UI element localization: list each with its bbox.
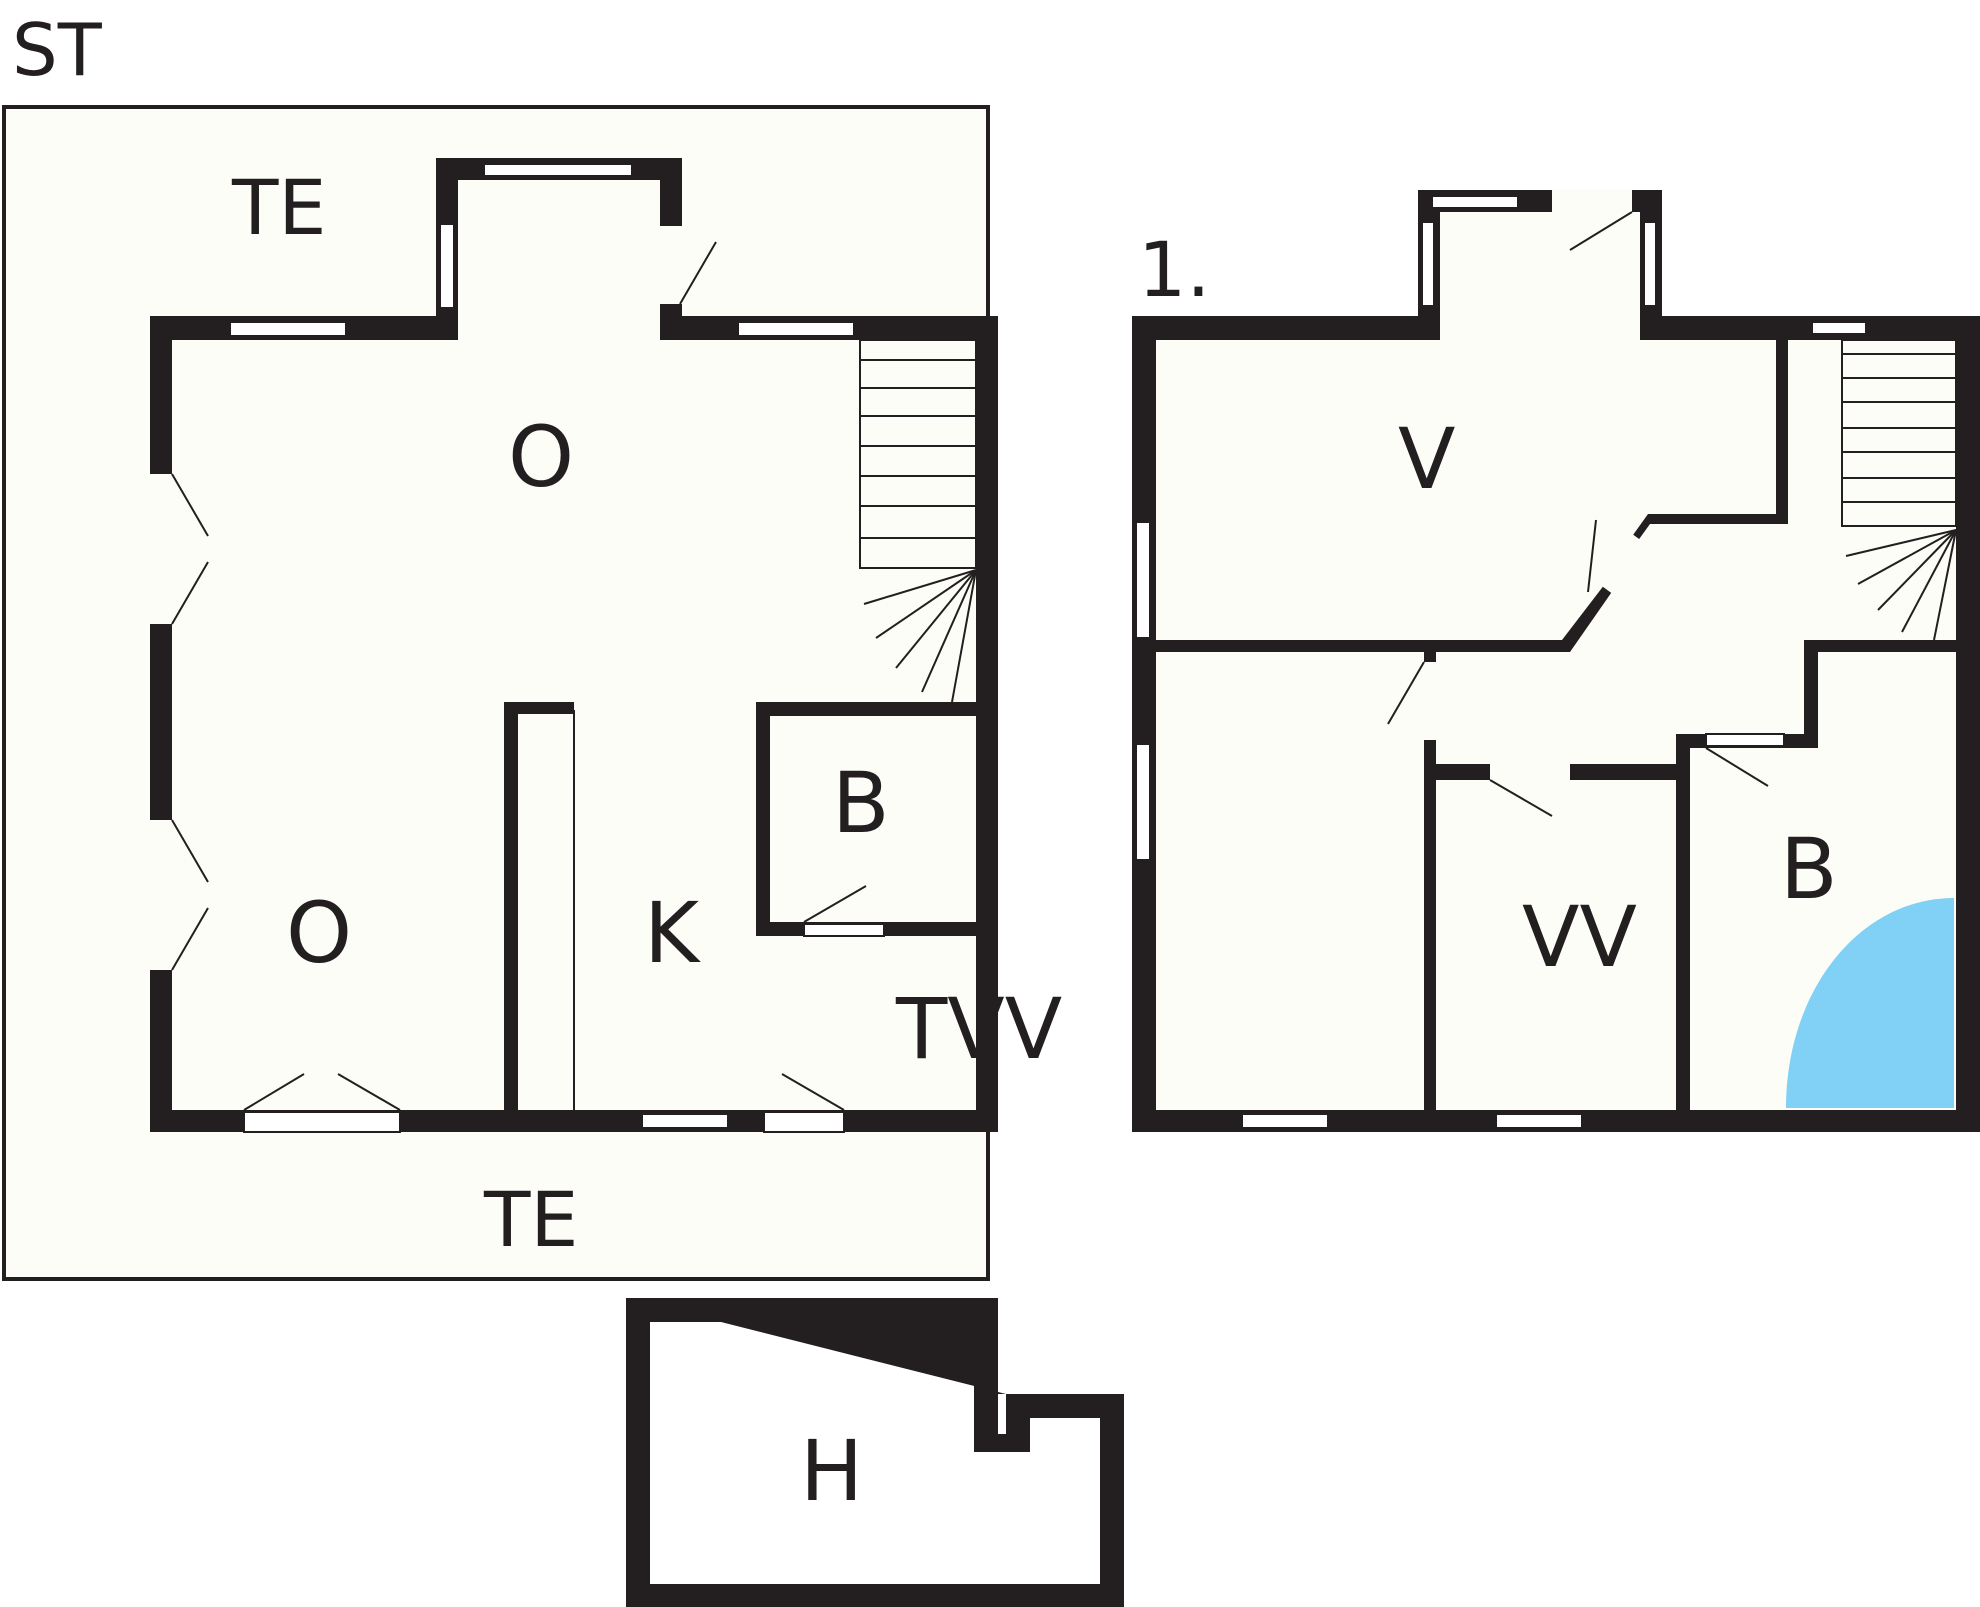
first-windows xyxy=(1135,190,1867,1129)
floor-label-first: 1. xyxy=(1138,225,1211,314)
room-label-living-bottom: O xyxy=(286,884,352,982)
room-label-bathroom-ground: B xyxy=(832,754,890,852)
ground-floor-walls xyxy=(150,158,998,1132)
room-label-room-top: V xyxy=(1398,410,1455,508)
room-label-laundry-first: VV xyxy=(1522,888,1637,986)
ground-doors xyxy=(171,241,867,1111)
ground-stairs xyxy=(859,339,977,703)
shed-walls xyxy=(626,1298,1124,1607)
room-label-laundry-ground: TVV xyxy=(895,980,1062,1078)
room-label-shed: H xyxy=(800,1422,863,1520)
room-label-bathroom-first: B xyxy=(1780,820,1838,918)
first-stairs xyxy=(1841,339,1957,641)
floor-label-ground: ST xyxy=(12,8,103,92)
room-label-living-top: O xyxy=(508,408,574,506)
room-label-kitchen: K xyxy=(644,884,701,982)
first-doors xyxy=(1387,211,1769,817)
ground-windows xyxy=(150,163,885,1133)
room-label-terrace-top: TE xyxy=(231,163,326,252)
room-label-terrace-bottom: TE xyxy=(483,1175,578,1264)
shower-area xyxy=(1786,898,1954,1108)
